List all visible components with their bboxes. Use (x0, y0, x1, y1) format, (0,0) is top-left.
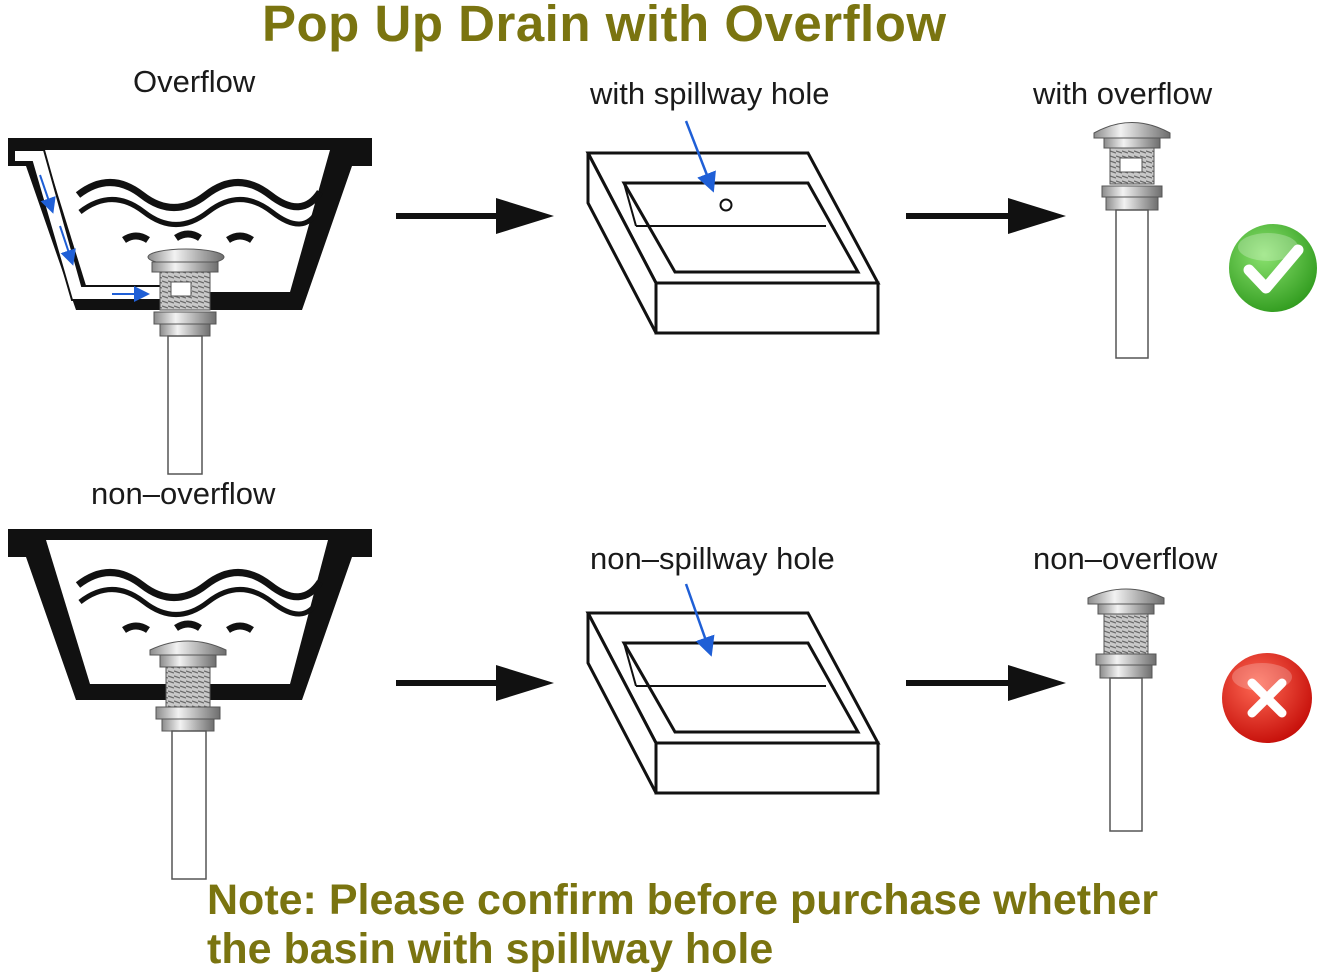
non-overflow-drain-label: non–overflow (1033, 541, 1218, 576)
overflow-flow-arrow (39, 174, 56, 214)
purchase-note: Note: Please confirm before purchase whe… (207, 876, 1158, 974)
non-overflow-drain-installed (149, 640, 227, 880)
sink-with-spillway-hole (585, 120, 881, 335)
pointer-arrow-icon (684, 120, 716, 193)
spillway-hole (719, 198, 733, 212)
check-icon (1229, 224, 1317, 312)
overflow-drain-installed (147, 248, 225, 475)
arrow-right-icon (396, 198, 554, 234)
non-overflow-basin-label: non–overflow (91, 476, 276, 511)
diagram-title: Pop Up Drain with Overflow (262, 0, 947, 52)
note-line-2: the basin with spillway hole (207, 925, 774, 973)
overflow-basin-label: Overflow (133, 64, 256, 99)
non-overflow-basin (8, 529, 372, 700)
pointer-arrow-icon (684, 583, 715, 657)
arrow-right-icon (906, 198, 1066, 234)
spillway-sink-label: with spillway hole (590, 76, 830, 111)
cross-icon (1222, 653, 1312, 743)
drain-with-overflow (1093, 122, 1171, 359)
sink-without-spillway-hole (585, 583, 881, 795)
overflow-basin (8, 138, 372, 310)
drain-without-overflow (1087, 588, 1165, 832)
note-line-1: Note: Please confirm before purchase whe… (207, 876, 1159, 924)
arrow-right-icon (906, 665, 1066, 701)
non-spillway-sink-label: non–spillway hole (590, 541, 835, 576)
arrow-right-icon (396, 665, 554, 701)
overflow-drain-label: with overflow (1033, 76, 1213, 111)
